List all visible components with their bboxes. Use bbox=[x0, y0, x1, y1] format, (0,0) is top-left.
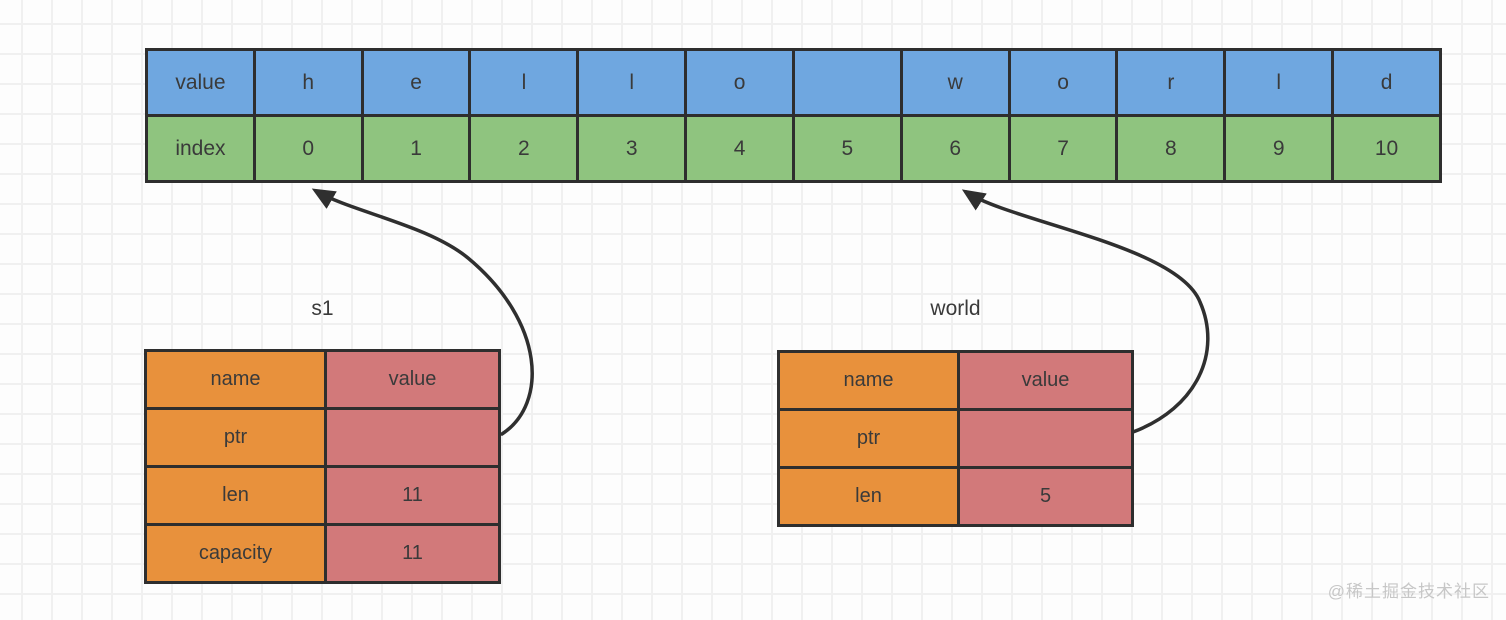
index-cell-2: 2 bbox=[468, 114, 580, 183]
string-array-table: value h e l l o w o r l d index 0 1 2 3 … bbox=[145, 48, 1442, 183]
array-index-row: index 0 1 2 3 4 5 6 7 8 9 10 bbox=[145, 114, 1442, 183]
char-cell-7: o bbox=[1007, 48, 1119, 117]
index-cell-9: 9 bbox=[1223, 114, 1335, 183]
s1-capacity-name: capacity bbox=[144, 523, 327, 584]
char-cell-1: e bbox=[360, 48, 472, 117]
s1-ptr-value bbox=[324, 407, 501, 468]
world-len-value: 5 bbox=[957, 466, 1134, 527]
world-ptr-value bbox=[957, 408, 1134, 469]
char-cell-8: r bbox=[1115, 48, 1227, 117]
index-cell-7: 7 bbox=[1007, 114, 1119, 183]
char-cell-10: d bbox=[1331, 48, 1442, 117]
world-title: world bbox=[930, 297, 981, 320]
s1-header-value: value bbox=[324, 349, 501, 410]
char-cell-6: w bbox=[899, 48, 1011, 117]
s1-capacity-value: 11 bbox=[324, 523, 501, 584]
index-cell-1: 1 bbox=[360, 114, 472, 183]
char-cell-3: l bbox=[576, 48, 688, 117]
char-cell-4: o bbox=[684, 48, 795, 117]
index-cell-5: 5 bbox=[791, 114, 903, 183]
world-struct-table: name value ptr len 5 bbox=[777, 350, 1134, 527]
s1-len-name: len bbox=[144, 465, 327, 526]
s1-capacity-row: capacity 11 bbox=[144, 523, 501, 584]
watermark-text: @稀土掘金技术社区 bbox=[1327, 582, 1490, 601]
s1-header-row: name value bbox=[144, 349, 501, 410]
world-header-row: name value bbox=[777, 350, 1134, 411]
value-row-label: value bbox=[145, 48, 256, 117]
s1-ptr-row: ptr bbox=[144, 407, 501, 468]
world-ptr-name: ptr bbox=[777, 408, 960, 469]
world-ptr-row: ptr bbox=[777, 408, 1134, 469]
char-cell-0: h bbox=[252, 48, 364, 117]
char-cell-2: l bbox=[468, 48, 580, 117]
world-len-row: len 5 bbox=[777, 466, 1134, 527]
s1-len-row: len 11 bbox=[144, 465, 501, 526]
world-header-value: value bbox=[957, 350, 1134, 411]
s1-len-value: 11 bbox=[324, 465, 501, 526]
char-cell-5 bbox=[791, 48, 903, 117]
index-row-label: index bbox=[145, 114, 256, 183]
s1-ptr-name: ptr bbox=[144, 407, 327, 468]
index-cell-10: 10 bbox=[1331, 114, 1442, 183]
index-cell-0: 0 bbox=[252, 114, 364, 183]
index-cell-4: 4 bbox=[684, 114, 795, 183]
s1-header-name: name bbox=[144, 349, 327, 410]
index-cell-8: 8 bbox=[1115, 114, 1227, 183]
world-header-name: name bbox=[777, 350, 960, 411]
array-value-row: value h e l l o w o r l d bbox=[145, 48, 1442, 117]
index-cell-3: 3 bbox=[576, 114, 688, 183]
char-cell-9: l bbox=[1223, 48, 1335, 117]
index-cell-6: 6 bbox=[899, 114, 1011, 183]
s1-struct-table: name value ptr len 11 capacity 11 bbox=[144, 349, 501, 584]
s1-title: s1 bbox=[311, 297, 334, 320]
world-len-name: len bbox=[777, 466, 960, 527]
